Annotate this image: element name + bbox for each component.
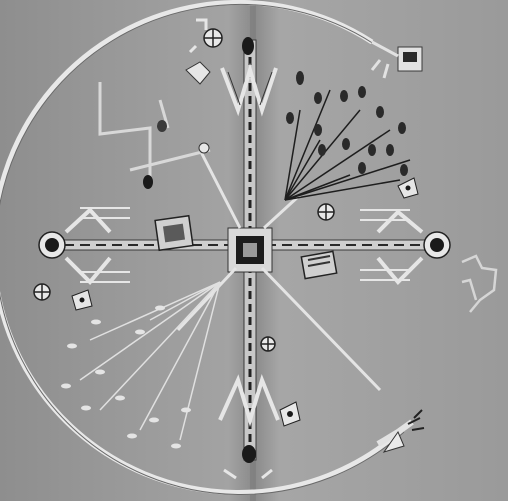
outside-animal-figure bbox=[461, 254, 498, 313]
north-figure bbox=[188, 18, 278, 117]
bird-right bbox=[397, 177, 419, 199]
basket-left bbox=[154, 214, 194, 252]
center-square bbox=[227, 227, 273, 273]
diagonal-rays bbox=[176, 149, 382, 392]
lower-cross bbox=[260, 336, 276, 352]
upper-left-ornaments bbox=[143, 61, 211, 189]
bird-left bbox=[71, 289, 93, 311]
basket-right bbox=[300, 250, 338, 280]
encircling-band bbox=[0, 0, 405, 495]
plant-leaves bbox=[286, 71, 408, 176]
band-tail-bottom bbox=[376, 409, 425, 453]
east-figure bbox=[317, 203, 451, 285]
lower-right-bird bbox=[279, 401, 301, 427]
south-figure bbox=[218, 373, 280, 480]
upper-left-staff bbox=[98, 82, 211, 178]
west-figure bbox=[33, 207, 130, 301]
plant-lower-left bbox=[79, 281, 221, 441]
band-head-top bbox=[370, 40, 423, 79]
plant-sprigs bbox=[61, 305, 191, 449]
